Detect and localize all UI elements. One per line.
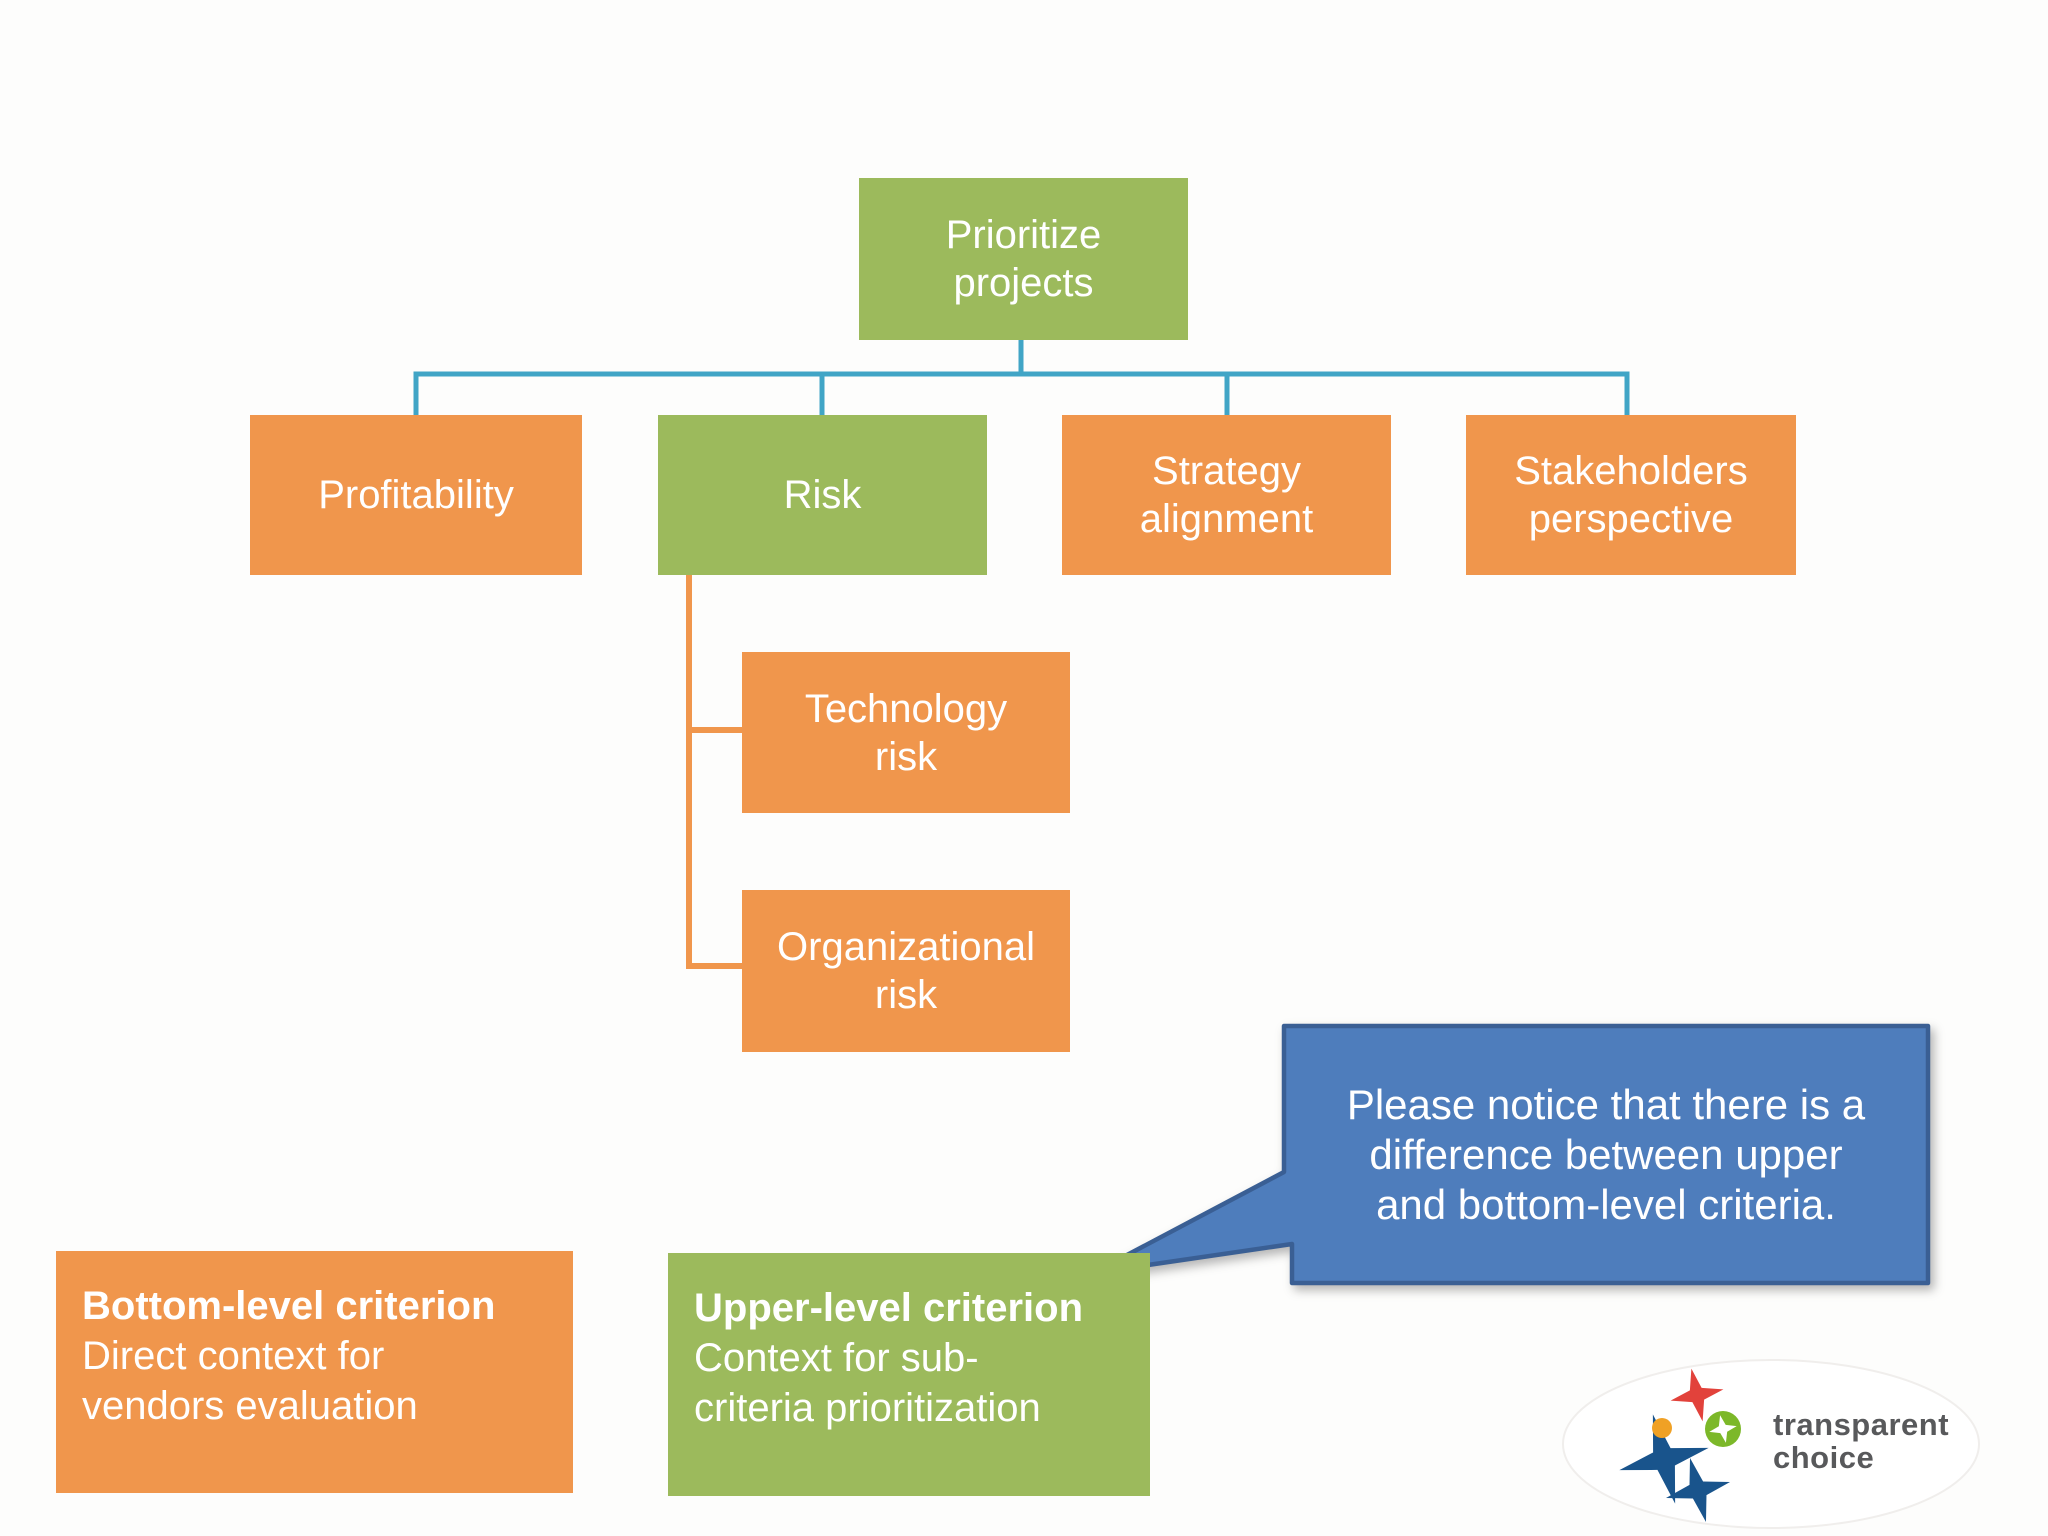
tree-connector-lines [413,340,1630,416]
subcriterion-label-line2: risk [874,973,938,1017]
callout-line3: and bottom-level criteria. [1376,1180,1836,1228]
legend-title: Upper-level criterion [694,1286,1084,1330]
transparentchoice-logo-icon [1619,1368,1741,1523]
subcriterion-node-technology-risk: Technology risk [742,652,1070,813]
legend-desc-line2: criteria prioritization [694,1386,1041,1430]
callout-line2: difference between upper [1369,1130,1843,1178]
criterion-label: Profitability [318,473,514,517]
risk-subtree-connector-lines [686,575,742,969]
subcriterion-label-line2: risk [874,734,938,779]
criterion-label-line1: Strategy [1152,449,1301,493]
subcriterion-label-line1: Organizational [777,925,1035,969]
legend-desc-line2: vendors evaluation [82,1384,418,1428]
criterion-label-line1: Stakeholders [1514,449,1748,493]
legend-bottom-level-criterion: Bottom-level criterion Direct context fo… [56,1251,573,1493]
callout-note: Please notice that there is a difference… [1284,1026,1928,1283]
legend-title: Bottom-level criterion [82,1284,496,1328]
subcriterion-node-organizational-risk: Organizational risk [742,890,1070,1052]
legend-upper-level-criterion: Upper-level criterion Context for sub- c… [668,1253,1150,1496]
transparentchoice-logo-wordmark: transparent choice [1773,1408,1949,1474]
callout-bubble-shape [1090,1023,1931,1286]
criterion-label-line2: alignment [1139,497,1314,541]
callout-line1: Please notice that there is a [1346,1080,1866,1128]
criterion-node-profitability: Profitability [250,415,582,575]
criterion-label-line2: perspective [1528,497,1734,541]
goal-node-label-line1: Prioritize [945,213,1102,257]
criterion-node-strategy-alignment: Strategy alignment [1062,415,1391,575]
logo-word-line1: transparent [1773,1407,1950,1442]
criterion-node-risk: Risk [658,415,987,575]
legend-desc-line1: Context for sub- [694,1336,979,1380]
subcriterion-label-line1: Technology [804,686,1008,731]
logo-word-line2: choice [1773,1440,1875,1475]
goal-node-prioritize-projects: Prioritize projects [859,178,1188,340]
legend-desc-line1: Direct context for [82,1334,385,1378]
goal-node-label-line2: projects [953,261,1094,305]
criterion-node-stakeholders-perspective: Stakeholders perspective [1466,415,1796,575]
criterion-label: Risk [783,473,862,517]
